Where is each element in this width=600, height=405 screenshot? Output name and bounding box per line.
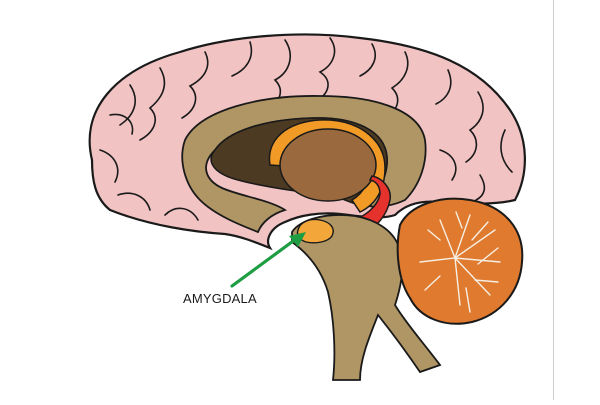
arbor-vitae [419, 211, 501, 313]
amygdala [296, 218, 334, 244]
frame-edge-divider [553, 0, 554, 400]
cortex-sulci [99, 37, 513, 221]
arrow-icon [230, 232, 306, 288]
thalamus [279, 128, 377, 202]
brainstem [291, 214, 442, 381]
amygdala-label: AMYGDALA [183, 291, 257, 306]
